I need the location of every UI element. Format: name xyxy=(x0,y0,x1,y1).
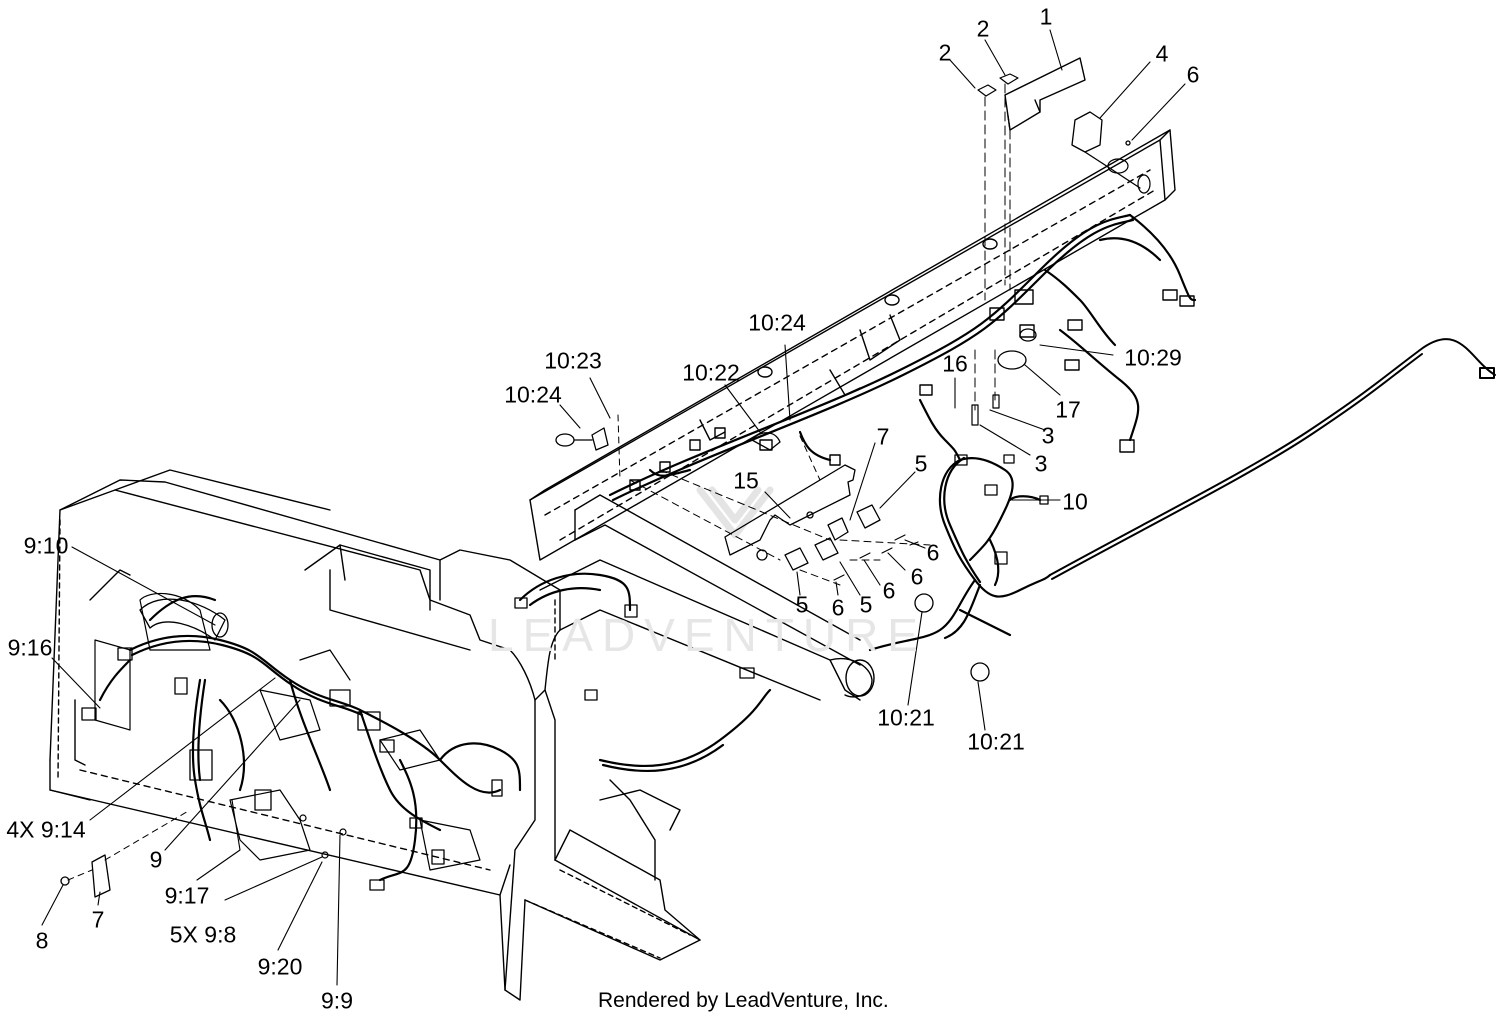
long-cable xyxy=(1049,338,1496,580)
screw xyxy=(299,814,347,859)
leadventure-logo-icon xyxy=(696,486,774,539)
callout-16: 16 xyxy=(942,350,968,377)
relay-4 xyxy=(1071,111,1141,189)
callout-9-9: 9:9 xyxy=(321,987,353,1014)
callout-7: 7 xyxy=(91,906,105,933)
leader-dash xyxy=(67,809,191,881)
nut xyxy=(977,73,1019,97)
callout-3: 3 xyxy=(1041,422,1055,449)
callout-9: 9 xyxy=(149,846,163,873)
callout-6: 6 xyxy=(831,594,845,621)
callout-5x-9-8: 5X 9:8 xyxy=(169,921,237,948)
main-frame xyxy=(49,469,875,1001)
callout-6: 6 xyxy=(926,539,940,566)
footer-credit: Rendered by LeadVenture, Inc. xyxy=(598,989,889,1012)
callout-9-10: 9:10 xyxy=(23,532,69,559)
callout-2: 2 xyxy=(976,15,990,42)
callout-10-22: 10:22 xyxy=(682,359,740,386)
callout-7: 7 xyxy=(876,423,890,450)
callout-10-21: 10:21 xyxy=(877,704,935,731)
wiring-harness-right xyxy=(608,213,1197,502)
callout-4: 4 xyxy=(1155,40,1169,67)
callout-1: 1 xyxy=(1039,3,1053,30)
capacitor xyxy=(139,598,229,641)
callout-10-29: 10:29 xyxy=(1124,344,1182,371)
callout-8: 8 xyxy=(35,927,49,954)
leader-dash xyxy=(974,83,1011,411)
callout-10-24: 10:24 xyxy=(504,381,562,408)
connector xyxy=(629,289,1195,491)
callout-4x-9-14: 4X 9:14 xyxy=(6,816,86,843)
bracket-plate xyxy=(1004,57,1086,131)
callout-17: 17 xyxy=(1055,396,1081,423)
callout-10: 10 xyxy=(1062,488,1088,515)
grommet xyxy=(914,593,990,682)
wiring-harness-left xyxy=(98,572,772,882)
leader-lines xyxy=(41,29,1186,986)
clamp-17 xyxy=(997,328,1037,370)
bracket-15 xyxy=(724,464,856,561)
callout-5: 5 xyxy=(914,450,928,477)
callout-6: 6 xyxy=(882,577,896,604)
connector xyxy=(81,597,755,891)
bracket-7 xyxy=(60,854,111,898)
callout-2: 2 xyxy=(938,39,952,66)
front-panel xyxy=(94,592,481,871)
leader-dash xyxy=(629,469,931,586)
callout-9-16: 9:16 xyxy=(7,634,53,661)
callout-10-21: 10:21 xyxy=(967,728,1025,755)
callout-6: 6 xyxy=(910,563,924,590)
leader-dash xyxy=(617,414,821,481)
callout-15: 15 xyxy=(733,467,759,494)
wiring-harness-16 xyxy=(868,398,1052,652)
callout-10-24: 10:24 xyxy=(748,309,806,336)
callout-6: 6 xyxy=(1186,61,1200,88)
callout-10-23: 10:23 xyxy=(544,347,602,374)
callout-5: 5 xyxy=(859,591,873,618)
clip xyxy=(555,427,781,451)
callout-9-17: 9:17 xyxy=(164,882,210,909)
callout-3: 3 xyxy=(1034,450,1048,477)
bolt xyxy=(971,394,1000,426)
callout-9-20: 9:20 xyxy=(257,953,303,980)
callout-5: 5 xyxy=(795,591,809,618)
relay-5 xyxy=(784,504,881,571)
watermark-text: LEADVENTURE xyxy=(488,609,927,661)
